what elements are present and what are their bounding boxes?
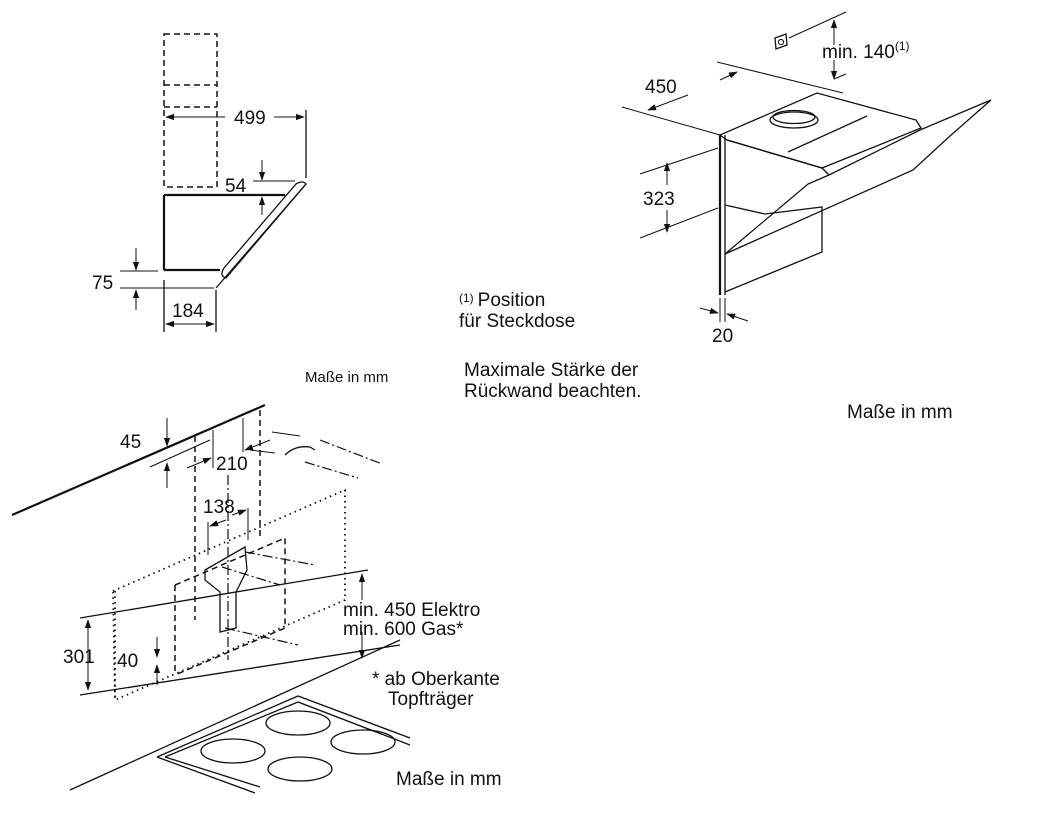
wall-panel-dotted [112, 488, 346, 702]
mounting-bracket [204, 545, 248, 633]
dim-301: 301 [63, 647, 95, 668]
glass-canopy [724, 99, 992, 255]
footnote-line2: für Steckdose [459, 311, 575, 332]
dim-450: 450 [645, 77, 677, 98]
units-note-install: Maße in mm [396, 769, 502, 790]
burner-icon [267, 756, 333, 782]
exhaust-collar [769, 111, 819, 129]
dim-210: 210 [216, 454, 248, 475]
dim-45: 45 [120, 432, 141, 453]
clearance-electric: min. 450 Elektro [343, 600, 480, 621]
wall-note-line2: Rückwand beachten. [464, 381, 641, 402]
dim-min-140: min. 140(1) [822, 39, 910, 63]
cooktop [156, 695, 411, 794]
screw-set-top [249, 431, 383, 479]
side-view: 499 54 75 184 [92, 33, 307, 332]
clearance-gas: min. 600 Gas* [343, 619, 464, 640]
hood-3d [718, 92, 992, 295]
wall-note-line1: Maximale Stärke der [464, 360, 639, 381]
burner-icon [200, 738, 266, 764]
dim-54: 54 [225, 176, 247, 197]
dim-75: 75 [92, 273, 113, 294]
asterisk-note-line2: Topfträger [388, 689, 474, 710]
chimney-outline [163, 33, 218, 188]
iso-view: min. 140(1) 450 323 [621, 11, 992, 347]
socket-icon [774, 33, 788, 50]
footnote-line1: (1)Position [459, 290, 545, 311]
units-note-iso: Maße in mm [847, 402, 953, 423]
dim-499: 499 [234, 108, 266, 129]
asterisk-note-line1: * ab Oberkante [372, 669, 500, 690]
dim-20: 20 [712, 326, 733, 347]
dim-40: 40 [117, 651, 138, 672]
dim-138: 138 [203, 497, 235, 518]
install-view: 45 210 138 [11, 403, 411, 794]
burner-icon [330, 729, 396, 755]
dim-184: 184 [172, 301, 204, 322]
burner-icon [265, 710, 331, 736]
ceiling-edge [11, 403, 266, 517]
dim-323: 323 [643, 189, 675, 210]
units-note-side: Maße in mm [305, 369, 388, 386]
